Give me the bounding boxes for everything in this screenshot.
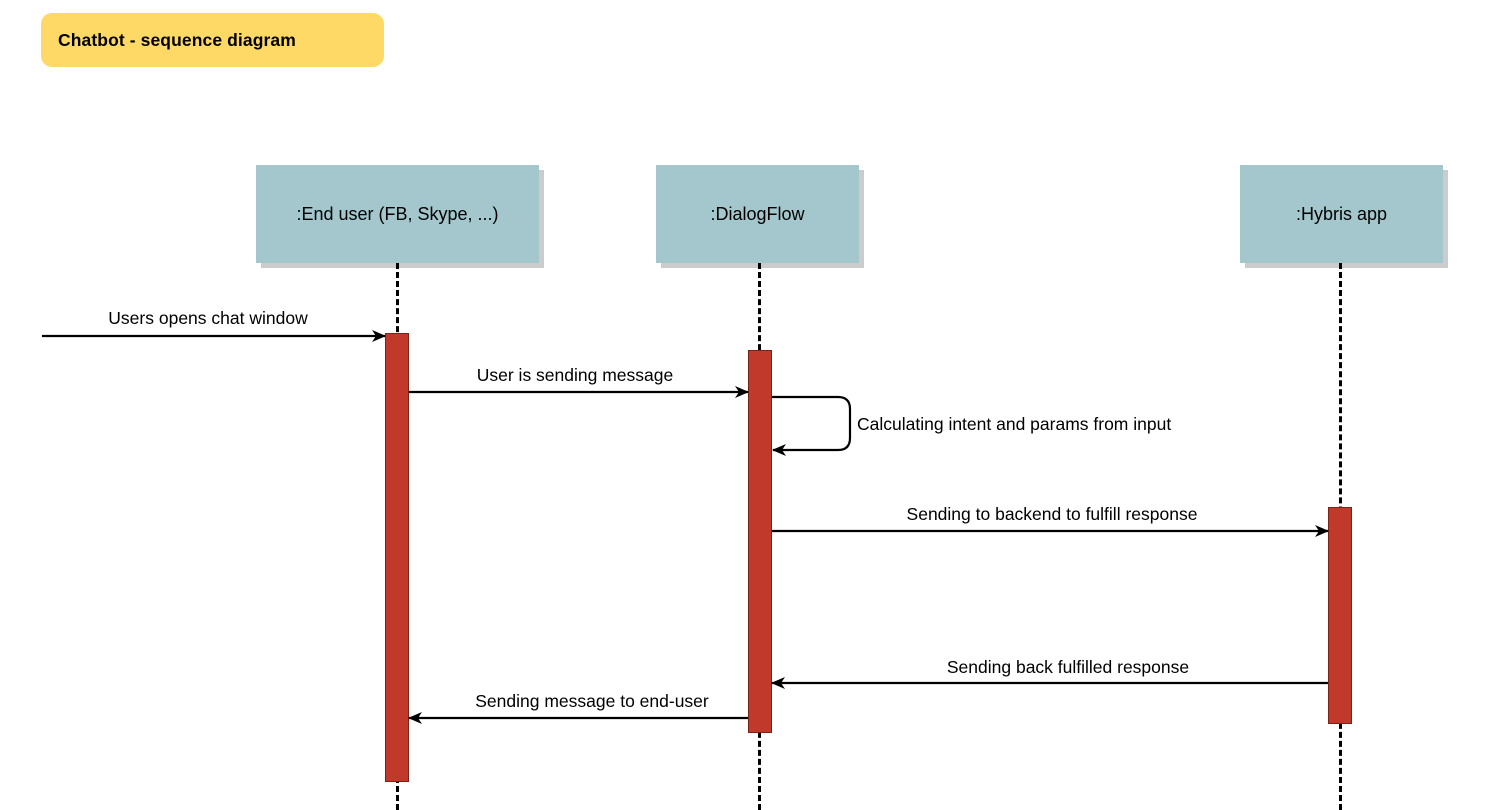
message-label-msg-open-chat: Users opens chat window bbox=[108, 308, 308, 328]
activation-bar-dialogflow[interactable] bbox=[748, 350, 772, 733]
activation-bar-hybris-app[interactable] bbox=[1328, 507, 1352, 724]
participant-dialogflow[interactable]: :DialogFlow bbox=[656, 165, 859, 263]
diagram-title-badge: Chatbot - sequence diagram bbox=[41, 13, 384, 67]
message-label-msg-to-end-user: Sending message to end-user bbox=[475, 691, 709, 711]
participant-label: :Hybris app bbox=[1295, 204, 1388, 224]
message-label-msg-send-message: User is sending message bbox=[477, 365, 673, 385]
diagram-title: Chatbot - sequence diagram bbox=[58, 29, 296, 50]
message-arrow-msg-self-calculate bbox=[772, 395, 852, 456]
participant-label: :End user (FB, Skype, ...) bbox=[296, 204, 499, 224]
participant-label: :DialogFlow bbox=[710, 204, 805, 224]
participant-hybris-app[interactable]: :Hybris app bbox=[1240, 165, 1443, 263]
message-label-msg-fulfilled-response: Sending back fulfilled response bbox=[947, 657, 1189, 677]
activation-bar-end-user[interactable] bbox=[385, 333, 409, 782]
message-label-msg-self-calculate: Calculating intent and params from input bbox=[857, 414, 1171, 434]
participant-end-user[interactable]: :End user (FB, Skype, ...) bbox=[256, 165, 539, 263]
message-label-msg-to-backend: Sending to backend to fulfill response bbox=[907, 504, 1198, 524]
